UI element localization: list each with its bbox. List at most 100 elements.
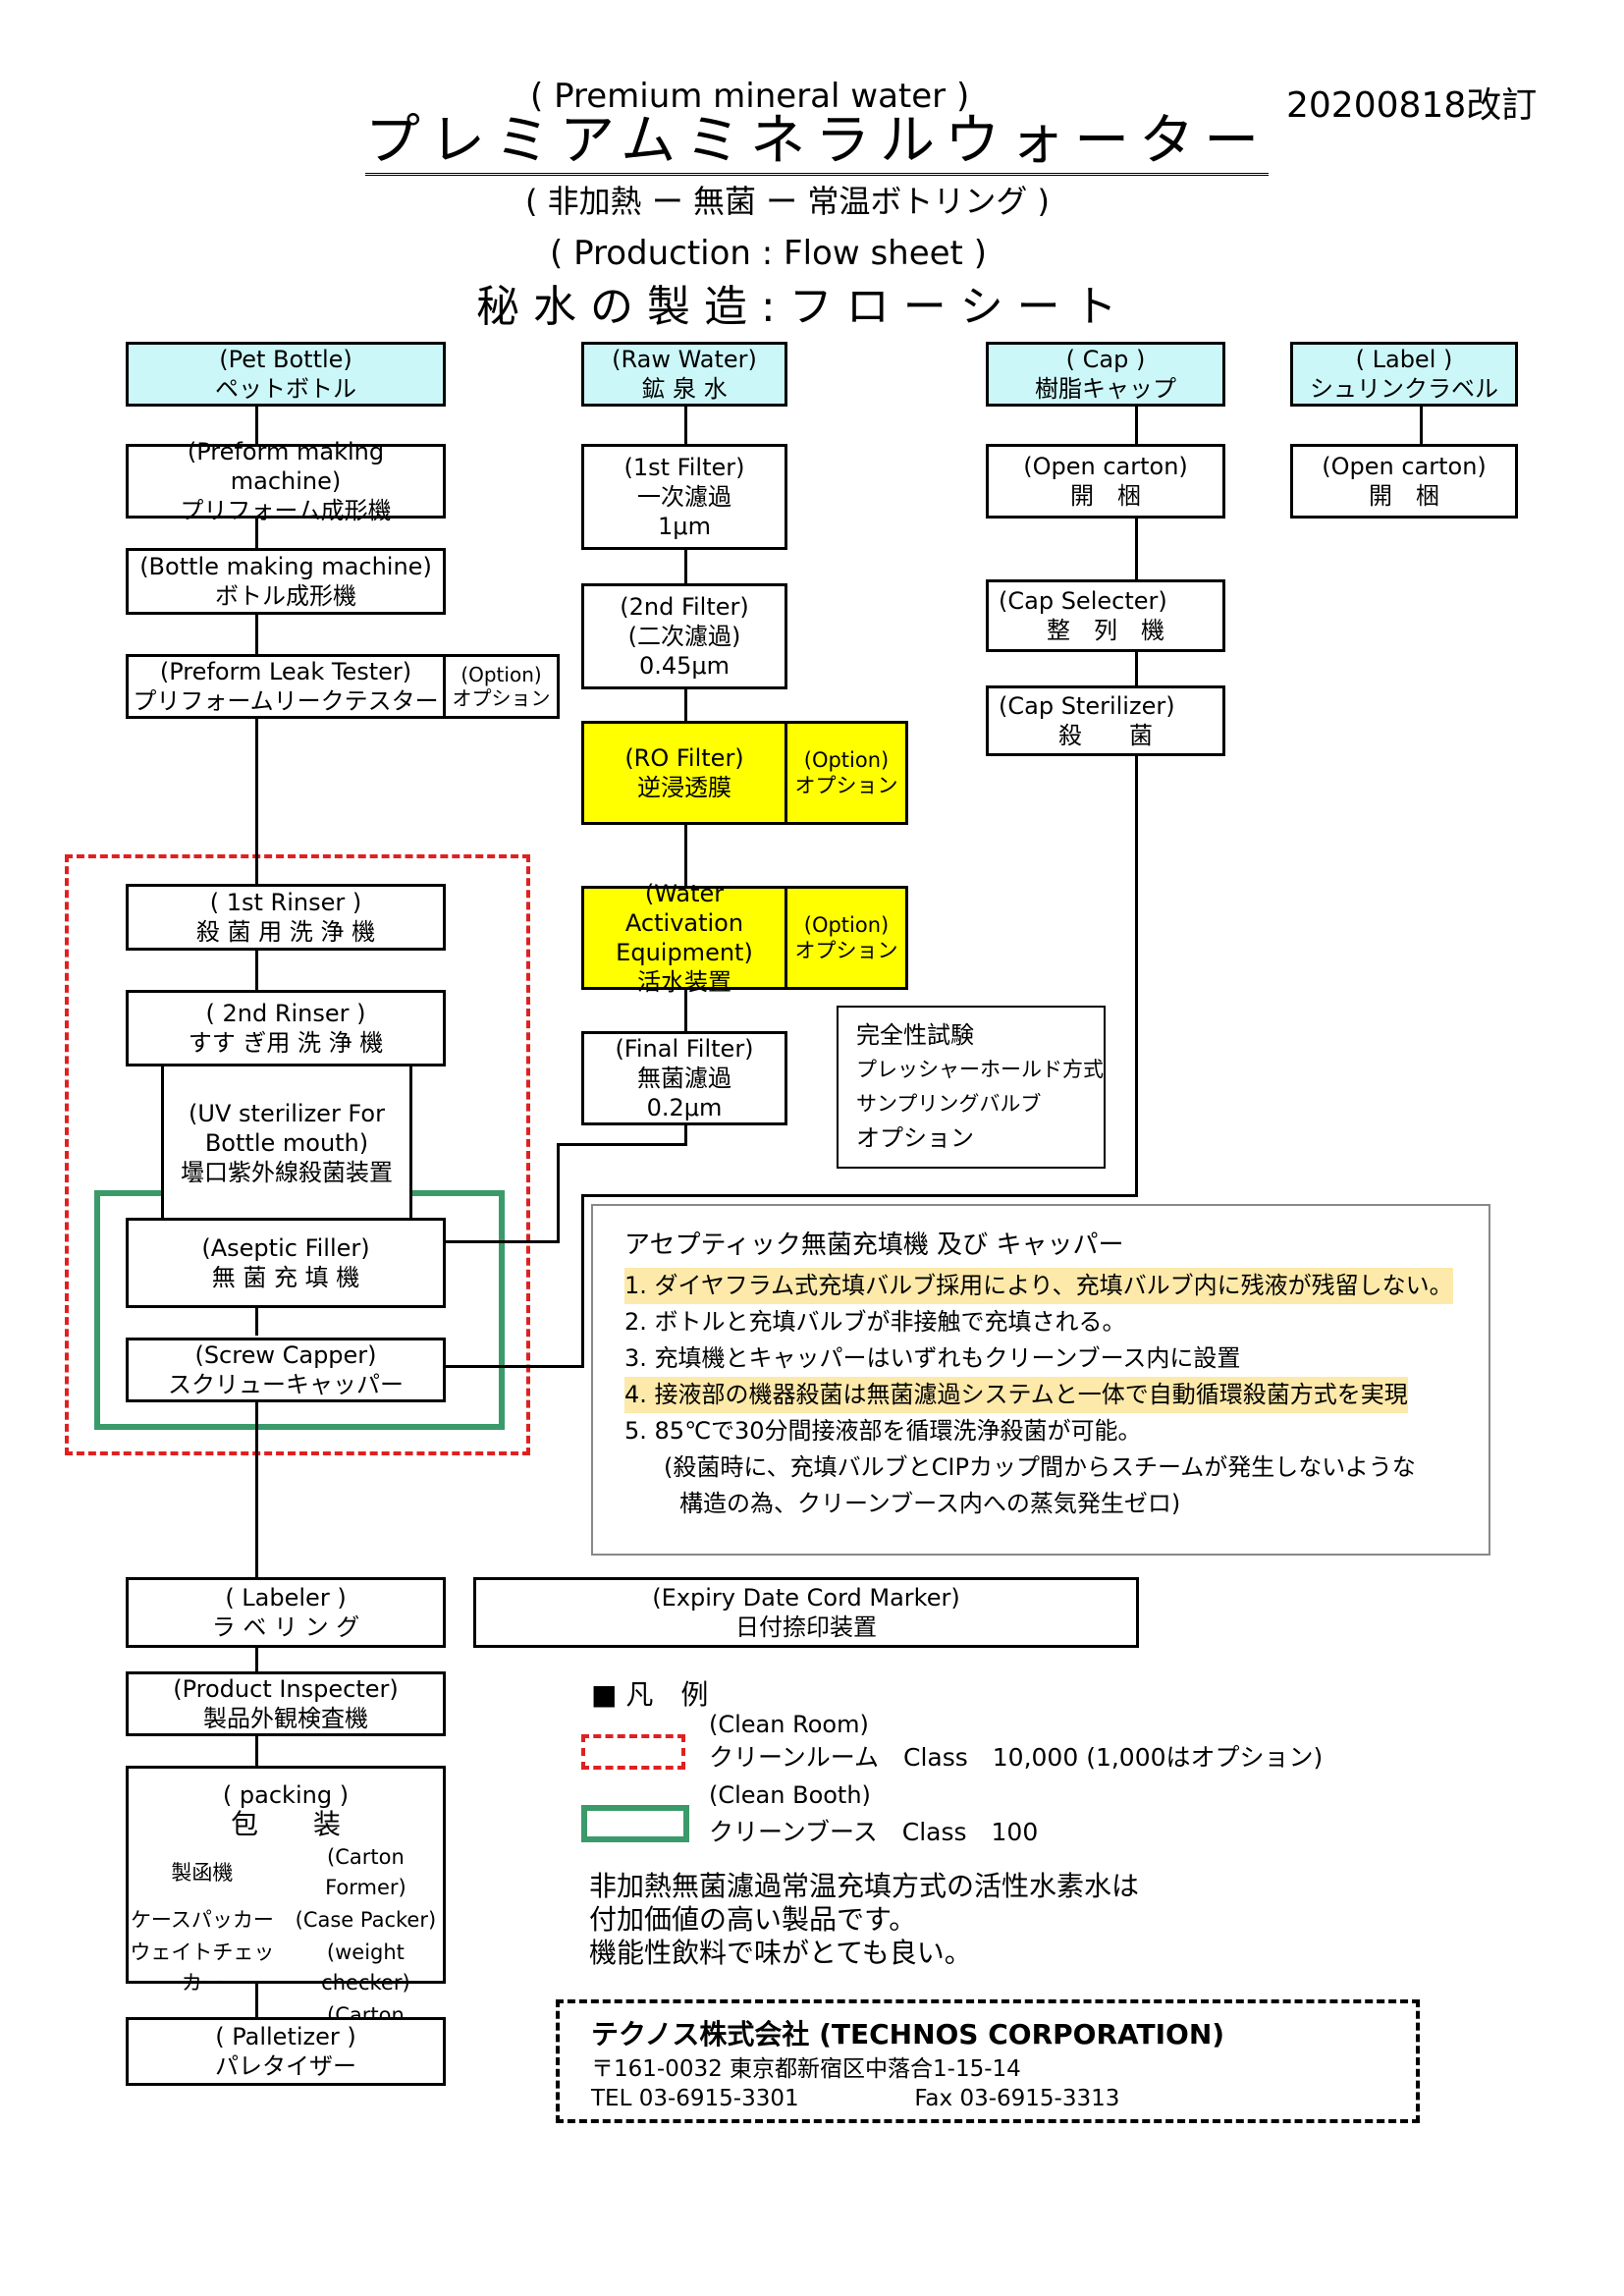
notes-item: 3. 充填機とキャッパーはいずれもクリーンブース内に設置 xyxy=(624,1344,1241,1372)
filter1-box: (1st Filter) 一次濾過 1μm xyxy=(581,444,787,550)
company-contact: TEL 03-6915-3301 Fax 03-6915-3313 xyxy=(591,2084,1416,2113)
box-label-en: (Open carton) xyxy=(1023,453,1188,480)
notes-box: アセプティック無菌充填機 及び キャッパー 1. ダイヤフラム式充填バルブ採用に… xyxy=(591,1204,1490,1556)
box-label-jp: プリフォームリークテスター xyxy=(133,687,439,715)
final-filter-box: (Final Filter) 無菌濾過 0.2μm xyxy=(581,1031,787,1125)
box-label-en: (RO Filter) xyxy=(624,744,744,772)
water-activation-box: (Water Activation Equipment) 活水装置 xyxy=(581,880,787,996)
flow-title-jp: 秘 水 の 製 造 : フ ロ ー シ ー ト xyxy=(476,282,1117,332)
box-label-jp: 鉱 泉 水 xyxy=(641,375,728,403)
connector xyxy=(255,1732,258,1766)
box-label-jp: 活水装置 xyxy=(637,968,731,996)
box-label-en: (Water Activation xyxy=(624,880,744,937)
pet-bottle-box: (Pet Bottle) ペットボトル xyxy=(126,342,446,407)
notes-item: 5. 85℃で30分間接液部を循環洗浄殺菌が可能。 xyxy=(624,1417,1142,1445)
box-label-jp: 逆浸透膜 xyxy=(637,774,731,801)
company-tel: TEL 03-6915-3301 xyxy=(591,2086,799,2111)
clean-room-area xyxy=(65,854,530,1455)
box-label-en: Equipment) xyxy=(616,939,753,966)
legend-clean-booth-swatch xyxy=(581,1805,689,1842)
box-label-en: ( Cap ) xyxy=(1065,346,1146,373)
box-label-en: (Preform Leak Tester) xyxy=(159,658,412,685)
option-label-jp: オプション xyxy=(452,686,551,710)
box-label-en: ( packing ) xyxy=(222,1781,350,1809)
box-label-jp: 壜口紫外線殺菌装置 xyxy=(181,1158,393,1186)
legend-clean-booth-en: (Clean Booth) xyxy=(709,1781,871,1809)
legend-title: ■ 凡 例 xyxy=(591,1678,709,1711)
connector xyxy=(684,990,687,1031)
box-label-en: (Pet Bottle) xyxy=(219,346,352,373)
flow-title-en: ( Production : Flow sheet ) xyxy=(550,234,987,273)
notes-item: (殺菌時に、充填バルブとCIPカップ間からスチームが発生しないような xyxy=(664,1453,1416,1481)
box-label-jp: 整 列 機 xyxy=(1047,617,1164,644)
cap-sterilizer-box: (Cap Sterilizer) 殺 菌 xyxy=(986,685,1225,756)
expiry-marker-box: (Expiry Date Cord Marker) 日付捺印装置 xyxy=(473,1577,1139,1648)
box-label-jp: (二次濾過) xyxy=(627,623,741,650)
connector xyxy=(444,1240,560,1243)
connector xyxy=(581,1194,1138,1197)
box-label-jp: 日付捺印装置 xyxy=(735,1613,877,1641)
company-address: 〒161-0032 東京都新宿区中落合1-15-14 xyxy=(591,2056,1021,2082)
rinser2-box: ( 2nd Rinser ) すす ぎ用 洗 浄 機 xyxy=(126,990,446,1066)
box-label-en: ( Labeler ) xyxy=(225,1584,347,1612)
connector xyxy=(1135,652,1138,685)
table-row: ウェイトチェッカー(weight checker) xyxy=(129,1937,443,1999)
integrity-line: 完全性試験 xyxy=(856,1021,974,1049)
box-label-en: (Final Filter) xyxy=(615,1035,754,1063)
revision-date: 20200818改訂 xyxy=(1286,85,1538,126)
box-label-en: (Open carton) xyxy=(1322,453,1487,480)
notes-item: 構造の為、クリーンブース内への蒸気発生ゼロ) xyxy=(679,1490,1181,1517)
box-label-en: (Cap Sterilizer) xyxy=(999,692,1175,720)
connector xyxy=(255,1396,258,1577)
activation-option-box: (Option) オプション xyxy=(785,886,908,990)
box-label-en: (1st Filter) xyxy=(623,454,745,481)
box-label-en: ( 1st Rinser ) xyxy=(209,889,362,916)
connector xyxy=(1135,407,1138,444)
notes-title: アセプティック無菌充填機 及び キャッパー xyxy=(624,1230,1124,1260)
connector xyxy=(684,550,687,583)
connector xyxy=(557,1143,687,1146)
box-label-en: (Preform making machine) xyxy=(187,438,385,495)
connector xyxy=(255,951,258,990)
box-label-jp: 開 梱 xyxy=(1369,482,1439,510)
legend-clean-booth: クリーンブース Class 100 xyxy=(709,1818,1039,1846)
title-en: ( Premium mineral water ) xyxy=(530,77,970,116)
table-row: ケースパッカー(Case Packer) xyxy=(129,1904,443,1937)
filter2-box: (2nd Filter) (二次濾過) 0.45μm xyxy=(581,583,787,689)
integrity-line: プレッシャーホールド方式 xyxy=(856,1058,1104,1081)
legend-clean-room-en: (Clean Room) xyxy=(709,1711,869,1738)
cap-box: ( Cap ) 樹脂キャップ xyxy=(986,342,1225,407)
connector xyxy=(1420,407,1423,444)
raw-water-box: (Raw Water) 鉱 泉 水 xyxy=(581,342,787,407)
packing-en: (weight checker) xyxy=(321,1941,410,1995)
ro-option-box: (Option) オプション xyxy=(785,721,908,825)
box-label-jp: 開 梱 xyxy=(1070,482,1141,510)
connector xyxy=(684,1123,687,1145)
box-label-jp: 樹脂キャップ xyxy=(1035,375,1176,403)
page-title: プレミアムミネラルウォーター xyxy=(365,110,1270,176)
company-box: テクノス株式会社 (TECHNOS CORPORATION) 〒161-0032… xyxy=(556,1999,1420,2123)
legend-clean-room-swatch xyxy=(581,1734,685,1770)
connector xyxy=(581,1194,584,1367)
packing-box: ( packing ) 包 装 製函機(Carton Former) ケースパッ… xyxy=(126,1766,446,2057)
summary-line: 非加熱無菌濾過常温充填方式の活性水素水は xyxy=(589,1870,1140,1902)
box-label-en: ( Palletizer ) xyxy=(215,2023,356,2050)
box-label-spec: 0.45μm xyxy=(638,652,731,680)
label-box: ( Label ) シュリンクラベル xyxy=(1290,342,1518,407)
box-label-jp: 一次濾過 xyxy=(637,483,731,511)
option-label-en: (Option) xyxy=(803,913,890,937)
packing-jp: ケースパッカー xyxy=(130,1908,274,1932)
summary-text: 非加熱無菌濾過常温充填方式の活性水素水は 付加価値の高い製品です。 機能性飲料で… xyxy=(589,1870,1139,1970)
integrity-line: サンプリングバルブ xyxy=(856,1092,1042,1116)
box-label-jp: 殺 菌 xyxy=(1058,722,1153,749)
option-label-jp: オプション xyxy=(794,939,898,962)
screw-capper-box: (Screw Capper) スクリューキャッパー xyxy=(126,1338,446,1402)
connector xyxy=(1135,756,1138,1196)
leak-tester-box: (Preform Leak Tester) プリフォームリークテスター xyxy=(126,654,446,719)
table-row: 製函機(Carton Former) xyxy=(129,1841,443,1904)
uv-sterilizer-box: (UV sterilizer For Bottle mouth) 壜口紫外線殺菌… xyxy=(161,1066,412,1222)
box-label-en: (Aseptic Filler) xyxy=(201,1234,370,1262)
cap-selecter-box: (Cap Selecter) 整 列 機 xyxy=(986,579,1225,652)
box-label-jp: シュリンクラベル xyxy=(1310,375,1498,403)
rinser1-box: ( 1st Rinser ) 殺 菌 用 洗 浄 機 xyxy=(126,884,446,951)
